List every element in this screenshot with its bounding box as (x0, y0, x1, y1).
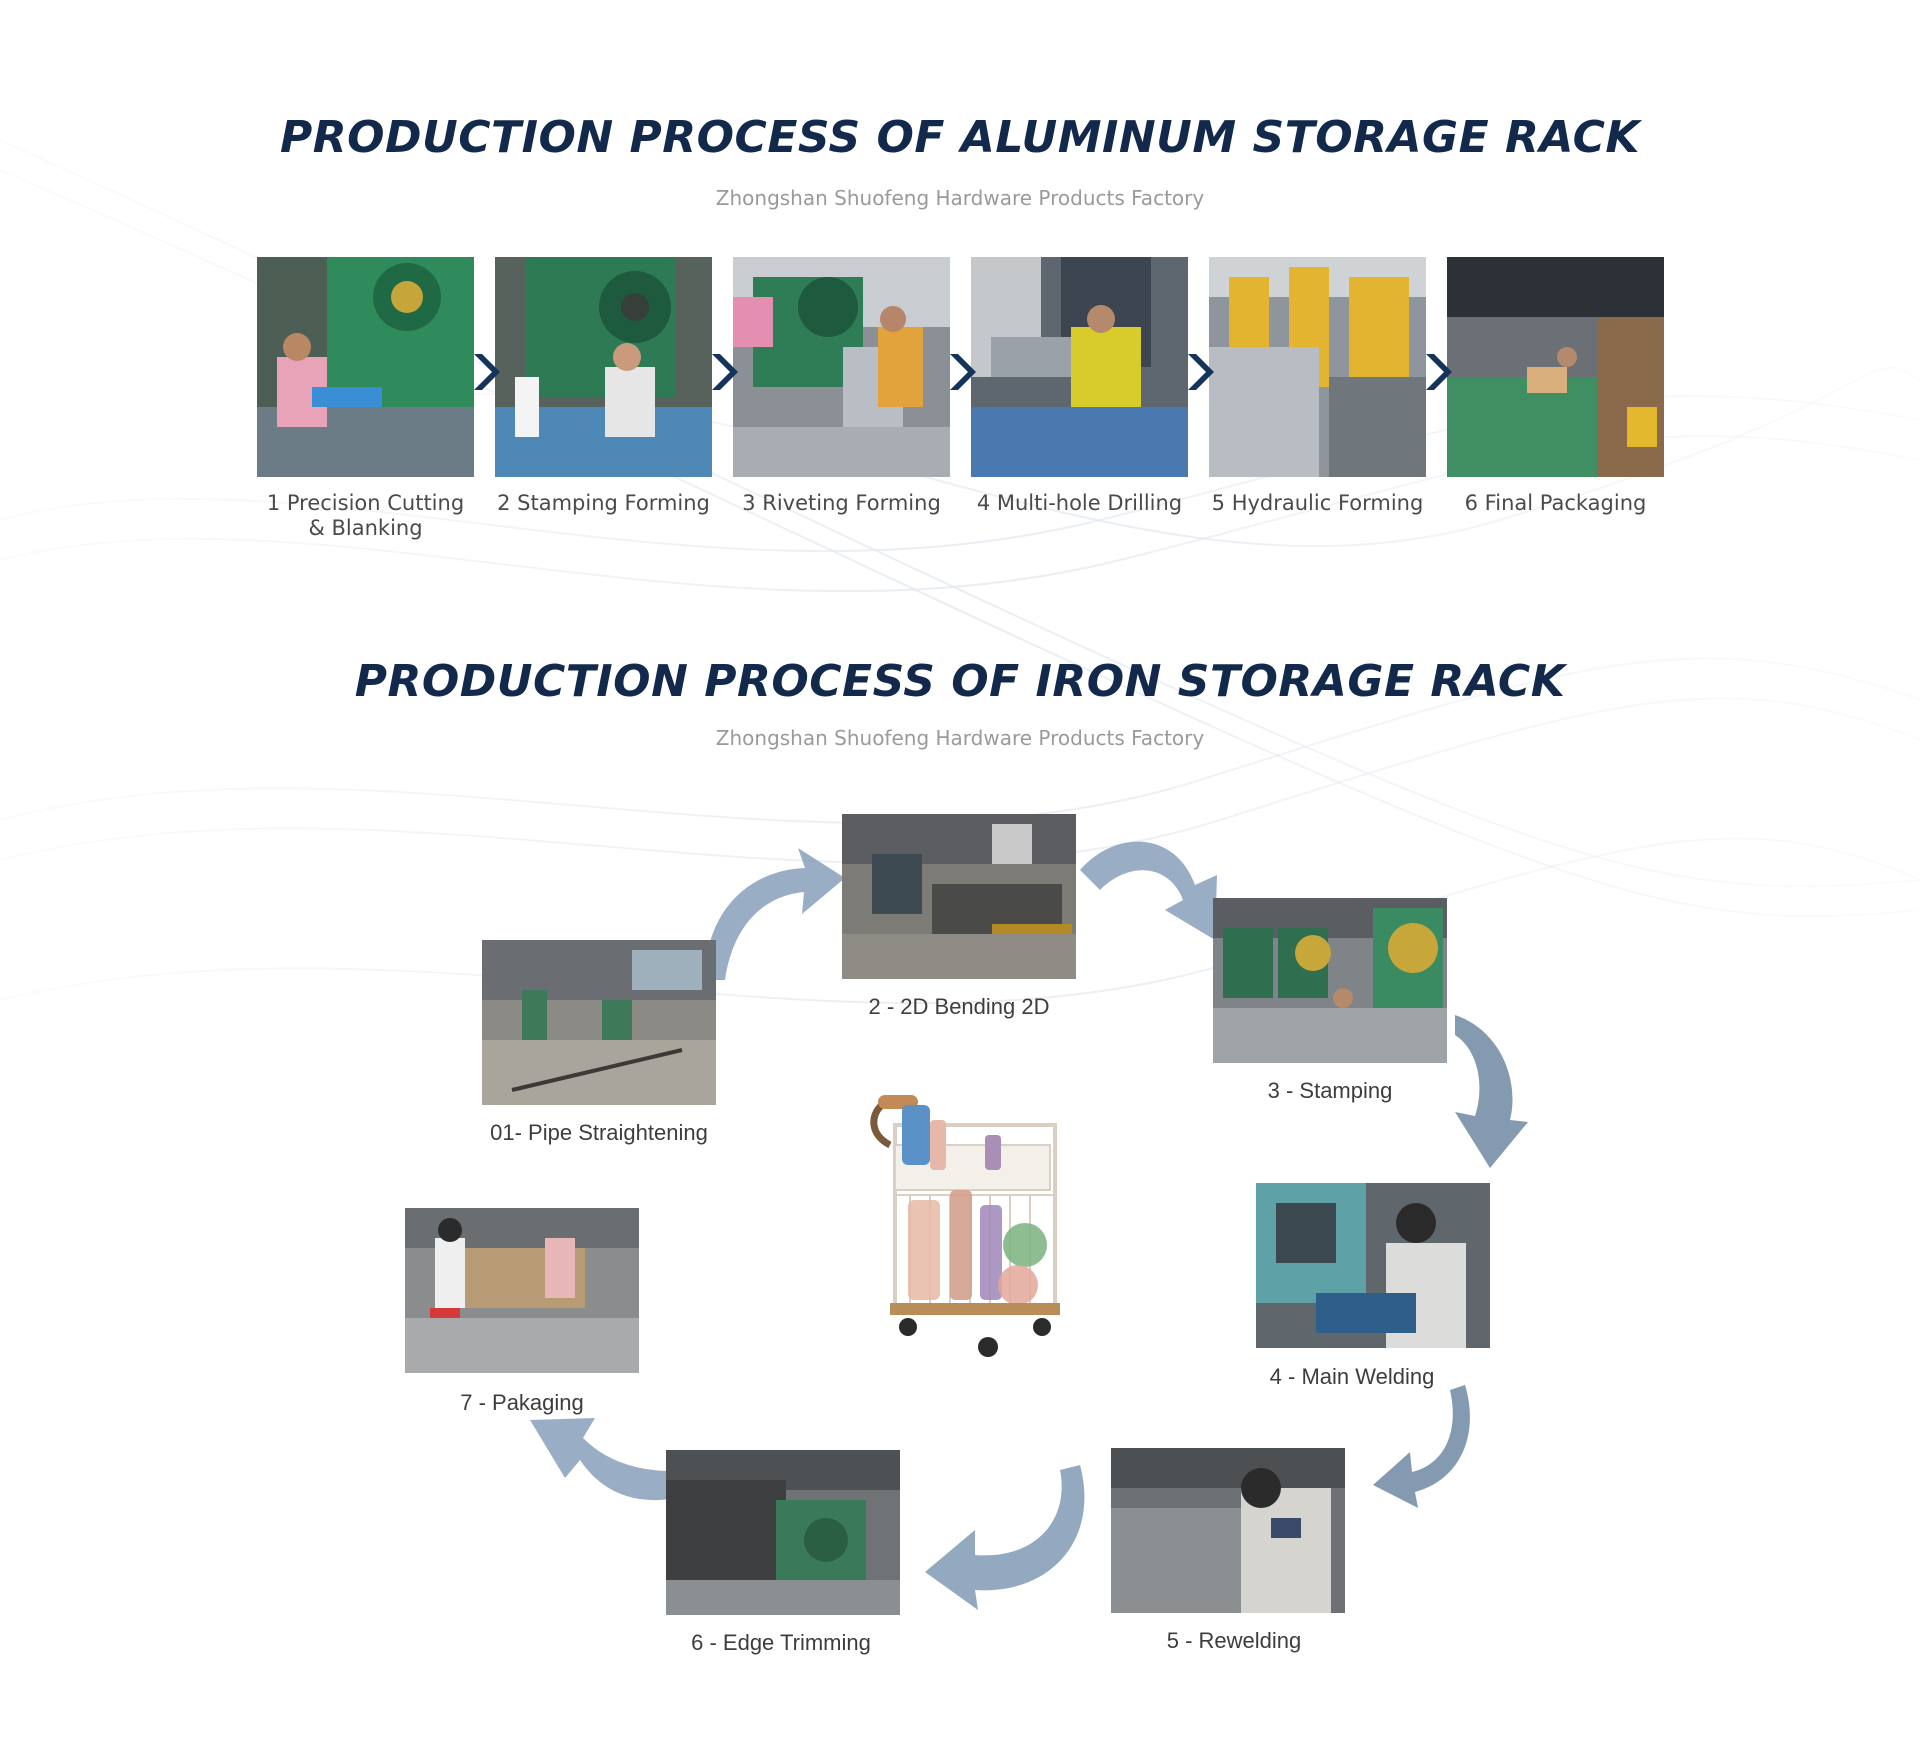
storage-cart-image (870, 1095, 1060, 1357)
aluminum-section-title: PRODUCTION PROCESS OF ALUMINUM STORAGE R… (279, 112, 1641, 163)
aluminum-step-3: 3 Riveting Forming (733, 257, 950, 547)
iron-step-7-label: 7 - Pakaging (460, 1390, 584, 1415)
iron-section-title: PRODUCTION PROCESS OF IRON STORAGE RACK (354, 656, 1566, 707)
final-packaging-photo (1447, 257, 1664, 477)
iron-step-4-label: 4 - Main Welding (1269, 1364, 1435, 1389)
curved-arrow-icon (1455, 1015, 1528, 1168)
aluminum-step-2-label: 2 Stamping Forming (497, 491, 710, 515)
aluminum-step-5: 5 Hydraulic Forming (1209, 257, 1426, 547)
hydraulic-forming-photo (1209, 257, 1426, 477)
curved-arrow-icon (705, 848, 845, 980)
chevron-right-icon (712, 354, 738, 390)
iron-section-subtitle: Zhongshan Shuofeng Hardware Products Fac… (715, 726, 1205, 750)
aluminum-section-subtitle: Zhongshan Shuofeng Hardware Products Fac… (715, 186, 1205, 210)
iron-step-6-label: 6 - Edge Trimming (691, 1630, 871, 1655)
aluminum-step-4-label: 4 Multi-hole Drilling (976, 491, 1183, 515)
curved-arrow-icon (1373, 1385, 1470, 1508)
chevron-right-icon (1426, 354, 1452, 390)
main-welding-photo (1256, 1183, 1490, 1348)
aluminum-step-1-label: 1 Precision Cutting & Blanking (266, 491, 465, 540)
aluminum-step-5-label: 5 Hydraulic Forming (1211, 491, 1424, 515)
curved-arrow-icon (530, 1418, 690, 1501)
aluminum-step-3-label: 3 Riveting Forming (742, 491, 941, 515)
aluminum-step-2: 2 Stamping Forming (495, 257, 712, 547)
multi-hole-drilling-photo (971, 257, 1188, 477)
chevron-right-icon (474, 354, 500, 390)
stamping-forming-photo (495, 257, 712, 477)
aluminum-step-6-label: 6 Final Packaging (1464, 491, 1647, 515)
pipe-straightening-photo (482, 940, 716, 1105)
curved-arrow-icon (1080, 841, 1217, 940)
iron-step-3-label: 3 - Stamping (1267, 1078, 1393, 1103)
2d-bending-photo (842, 814, 1076, 979)
stamping-photo (1213, 898, 1447, 1063)
aluminum-step-1: 1 Precision Cutting & Blanking (257, 257, 474, 547)
chevron-right-icon (1188, 354, 1214, 390)
iron-step-2-label: 2 - 2D Bending 2D (868, 994, 1050, 1019)
edge-trimming-photo (666, 1450, 900, 1615)
packaging-photo (405, 1208, 639, 1373)
chevron-right-icon (950, 354, 976, 390)
riveting-forming-photo (733, 257, 950, 477)
rewelding-photo (1111, 1448, 1345, 1613)
curved-arrow-icon (925, 1465, 1085, 1610)
iron-step-5-label: 5 - Rewelding (1166, 1628, 1302, 1653)
iron-step-1-label: 01- Pipe Straightening (490, 1120, 708, 1145)
aluminum-step-6: 6 Final Packaging (1447, 257, 1664, 547)
aluminum-step-4: 4 Multi-hole Drilling (971, 257, 1188, 547)
precision-cutting-photo (257, 257, 474, 477)
